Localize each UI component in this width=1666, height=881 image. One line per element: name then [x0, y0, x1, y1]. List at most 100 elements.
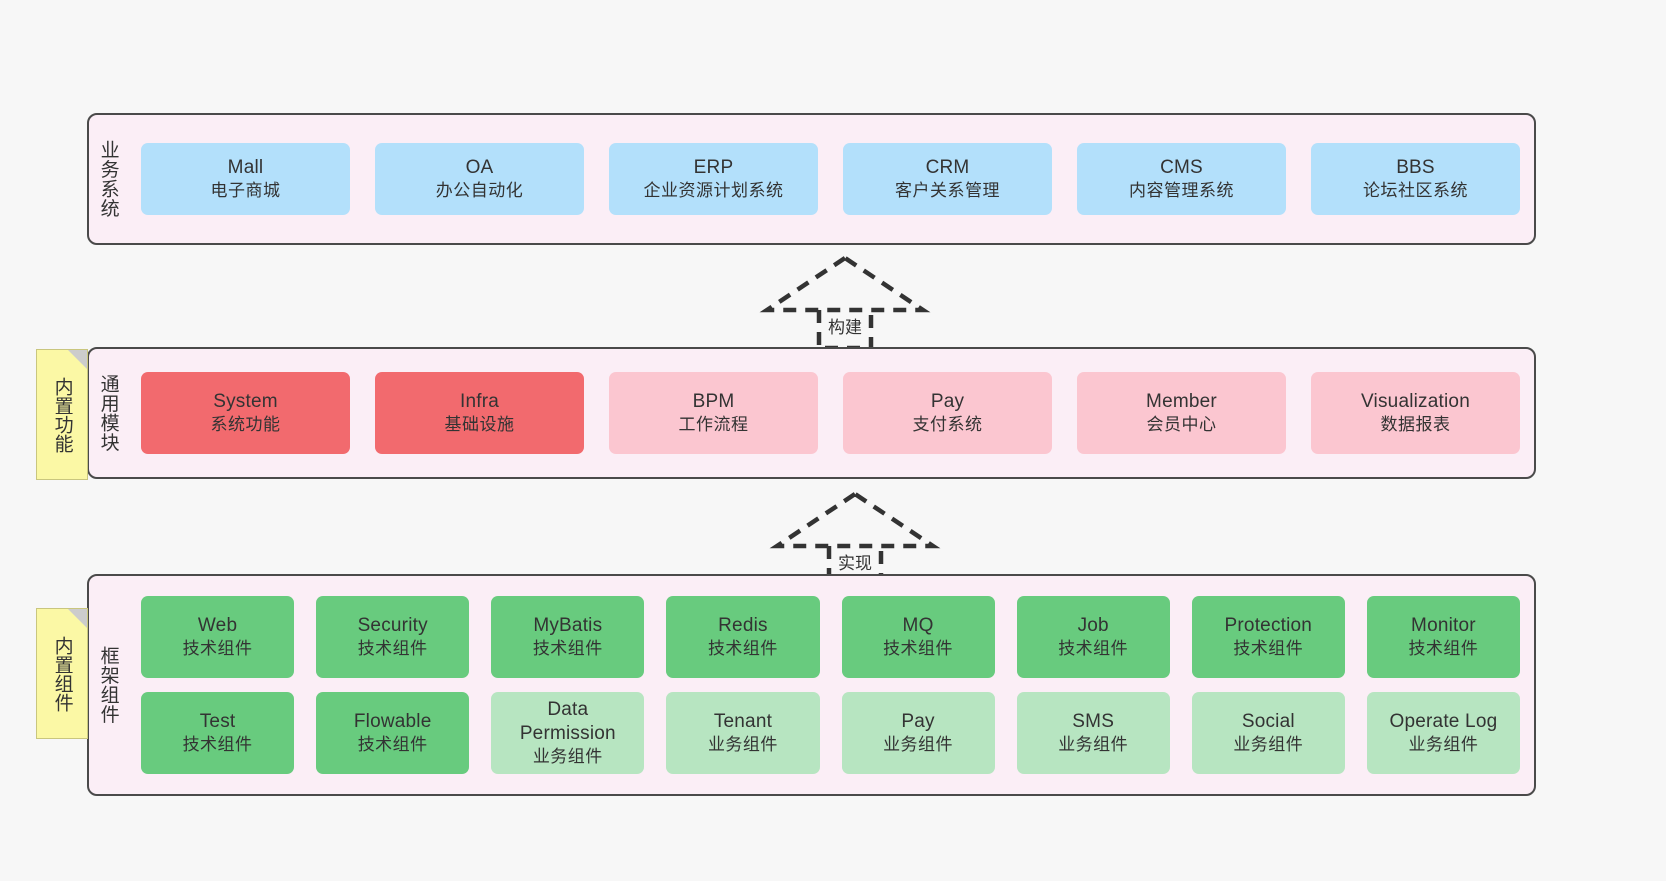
node-label-cn: 基础设施	[444, 415, 515, 435]
node-visualization[interactable]: Visualization 数据报表	[1311, 372, 1520, 454]
layer-body-framework: Web 技术组件 Security 技术组件 MyBatis 技术组件 Redi…	[127, 576, 1534, 794]
node-label-en: Data Permission	[519, 699, 616, 745]
node-pay-component[interactable]: Pay 业务组件	[841, 692, 995, 774]
node-label-cn: 业务组件	[1233, 735, 1304, 755]
connector-implement: 实现	[765, 488, 945, 587]
connector-label-build: 构建	[828, 318, 862, 337]
node-label-cn: 论坛社区系统	[1363, 181, 1468, 201]
node-label-en: MyBatis	[533, 615, 603, 637]
layer-framework-components: 框架组件 Web 技术组件 Security 技术组件 MyBatis 技术组件…	[87, 574, 1536, 796]
node-label-cn: 客户关系管理	[895, 181, 1000, 201]
node-tenant[interactable]: Tenant 业务组件	[666, 692, 820, 774]
layer-business-systems: 业务系统 Mall 电子商城 OA 办公自动化 ERP 企业资源计划系统 CRM	[87, 113, 1536, 245]
layer-title-framework: 框架组件	[97, 646, 119, 724]
node-job[interactable]: Job 技术组件	[1016, 596, 1170, 678]
node-label-en: Pay	[930, 391, 965, 413]
common-modules-row: System 系统功能 Infra 基础设施 BPM 工作流程 Pay 支付系统…	[141, 372, 1520, 454]
node-bbs[interactable]: BBS 论坛社区系统	[1311, 143, 1520, 215]
node-pay[interactable]: Pay 支付系统	[843, 372, 1052, 454]
node-label-cn: 内容管理系统	[1129, 181, 1234, 201]
node-label-en: CMS	[1160, 157, 1203, 179]
node-test[interactable]: Test 技术组件	[141, 692, 295, 774]
node-bpm[interactable]: BPM 工作流程	[609, 372, 818, 454]
node-label-en: BPM	[692, 391, 735, 413]
node-data-permission[interactable]: Data Permission 业务组件	[491, 692, 645, 774]
node-label-cn: 企业资源计划系统	[643, 181, 784, 201]
node-label-en: Security	[357, 615, 428, 637]
connector-build: 构建	[755, 252, 935, 351]
node-label-cn: 业务组件	[1408, 735, 1479, 755]
layer-common-modules: 通用模块 System 系统功能 Infra 基础设施 BPM 工作流程 Pay	[87, 347, 1536, 479]
node-oa[interactable]: OA 办公自动化	[375, 143, 584, 215]
node-label-cn: 支付系统	[912, 415, 983, 435]
node-label-cn: 技术组件	[1408, 639, 1479, 659]
node-label-cn: 技术组件	[532, 639, 603, 659]
node-system[interactable]: System 系统功能	[141, 372, 350, 454]
node-label-en: Monitor	[1411, 615, 1476, 637]
generalization-arrow-icon	[769, 491, 941, 587]
node-label-en: OA	[465, 157, 494, 179]
connector-label-implement: 实现	[838, 554, 872, 573]
node-label-cn: 技术组件	[357, 639, 428, 659]
node-label-cn: 业务组件	[532, 747, 603, 767]
generalization-arrow-icon	[759, 255, 931, 351]
node-security[interactable]: Security 技术组件	[316, 596, 470, 678]
business-systems-row: Mall 电子商城 OA 办公自动化 ERP 企业资源计划系统 CRM 客户关系…	[141, 143, 1520, 215]
note-builtin-function: 内置功能	[36, 349, 88, 480]
node-label-en: ERP	[693, 157, 734, 179]
node-label-en: Test	[199, 711, 236, 733]
node-mybatis[interactable]: MyBatis 技术组件	[491, 596, 645, 678]
node-label-cn: 数据报表	[1380, 415, 1451, 435]
node-protection[interactable]: Protection 技术组件	[1191, 596, 1345, 678]
node-label-cn: 技术组件	[357, 735, 428, 755]
node-label-en: MQ	[902, 615, 934, 637]
node-label-cn: 业务组件	[883, 735, 954, 755]
node-crm[interactable]: CRM 客户关系管理	[843, 143, 1052, 215]
node-label-en: Pay	[901, 711, 935, 733]
node-label-cn: 系统功能	[210, 415, 281, 435]
layer-title-business: 业务系统	[97, 140, 119, 218]
note-label: 内置组件	[51, 635, 73, 712]
note-builtin-component: 内置组件	[36, 608, 88, 739]
node-label-cn: 技术组件	[707, 639, 778, 659]
node-label-cn: 技术组件	[1058, 639, 1129, 659]
node-mq[interactable]: MQ 技术组件	[841, 596, 995, 678]
node-label-en: Member	[1146, 391, 1217, 413]
node-member[interactable]: Member 会员中心	[1077, 372, 1286, 454]
node-label-en: SMS	[1072, 711, 1115, 733]
node-web[interactable]: Web 技术组件	[141, 596, 295, 678]
node-label-cn: 办公自动化	[435, 181, 524, 201]
node-label-en: System	[213, 391, 278, 413]
node-label-cn: 会员中心	[1146, 415, 1217, 435]
node-label-cn: 工作流程	[678, 415, 749, 435]
node-label-en: BBS	[1396, 157, 1435, 179]
node-cms[interactable]: CMS 内容管理系统	[1077, 143, 1286, 215]
node-label-en: Visualization	[1361, 391, 1470, 413]
node-label-en: Infra	[459, 391, 500, 413]
node-infra[interactable]: Infra 基础设施	[375, 372, 584, 454]
node-social[interactable]: Social 业务组件	[1191, 692, 1345, 774]
node-operate-log[interactable]: Operate Log 业务组件	[1366, 692, 1520, 774]
node-mall[interactable]: Mall 电子商城	[141, 143, 350, 215]
node-label-cn: 技术组件	[182, 639, 253, 659]
node-label-en: Web	[197, 615, 238, 637]
note-label: 内置功能	[51, 376, 73, 453]
node-label-en: Job	[1077, 615, 1109, 637]
node-erp[interactable]: ERP 企业资源计划系统	[609, 143, 818, 215]
node-label-en: Tenant	[713, 711, 773, 733]
node-flowable[interactable]: Flowable 技术组件	[316, 692, 470, 774]
layer-body-common: System 系统功能 Infra 基础设施 BPM 工作流程 Pay 支付系统…	[127, 349, 1534, 477]
layer-title-common: 通用模块	[97, 374, 119, 452]
node-label-en: Operate Log	[1389, 711, 1498, 733]
node-redis[interactable]: Redis 技术组件	[666, 596, 820, 678]
node-label-en: Redis	[718, 615, 768, 637]
node-label-en: Flowable	[353, 711, 432, 733]
node-label-en: Social	[1241, 711, 1295, 733]
node-label-en: Protection	[1224, 615, 1313, 637]
node-label-en: CRM	[925, 157, 970, 179]
node-monitor[interactable]: Monitor 技术组件	[1366, 596, 1520, 678]
node-sms[interactable]: SMS 业务组件	[1016, 692, 1170, 774]
node-label-cn: 业务组件	[707, 735, 778, 755]
node-label-cn: 电子商城	[210, 181, 281, 201]
